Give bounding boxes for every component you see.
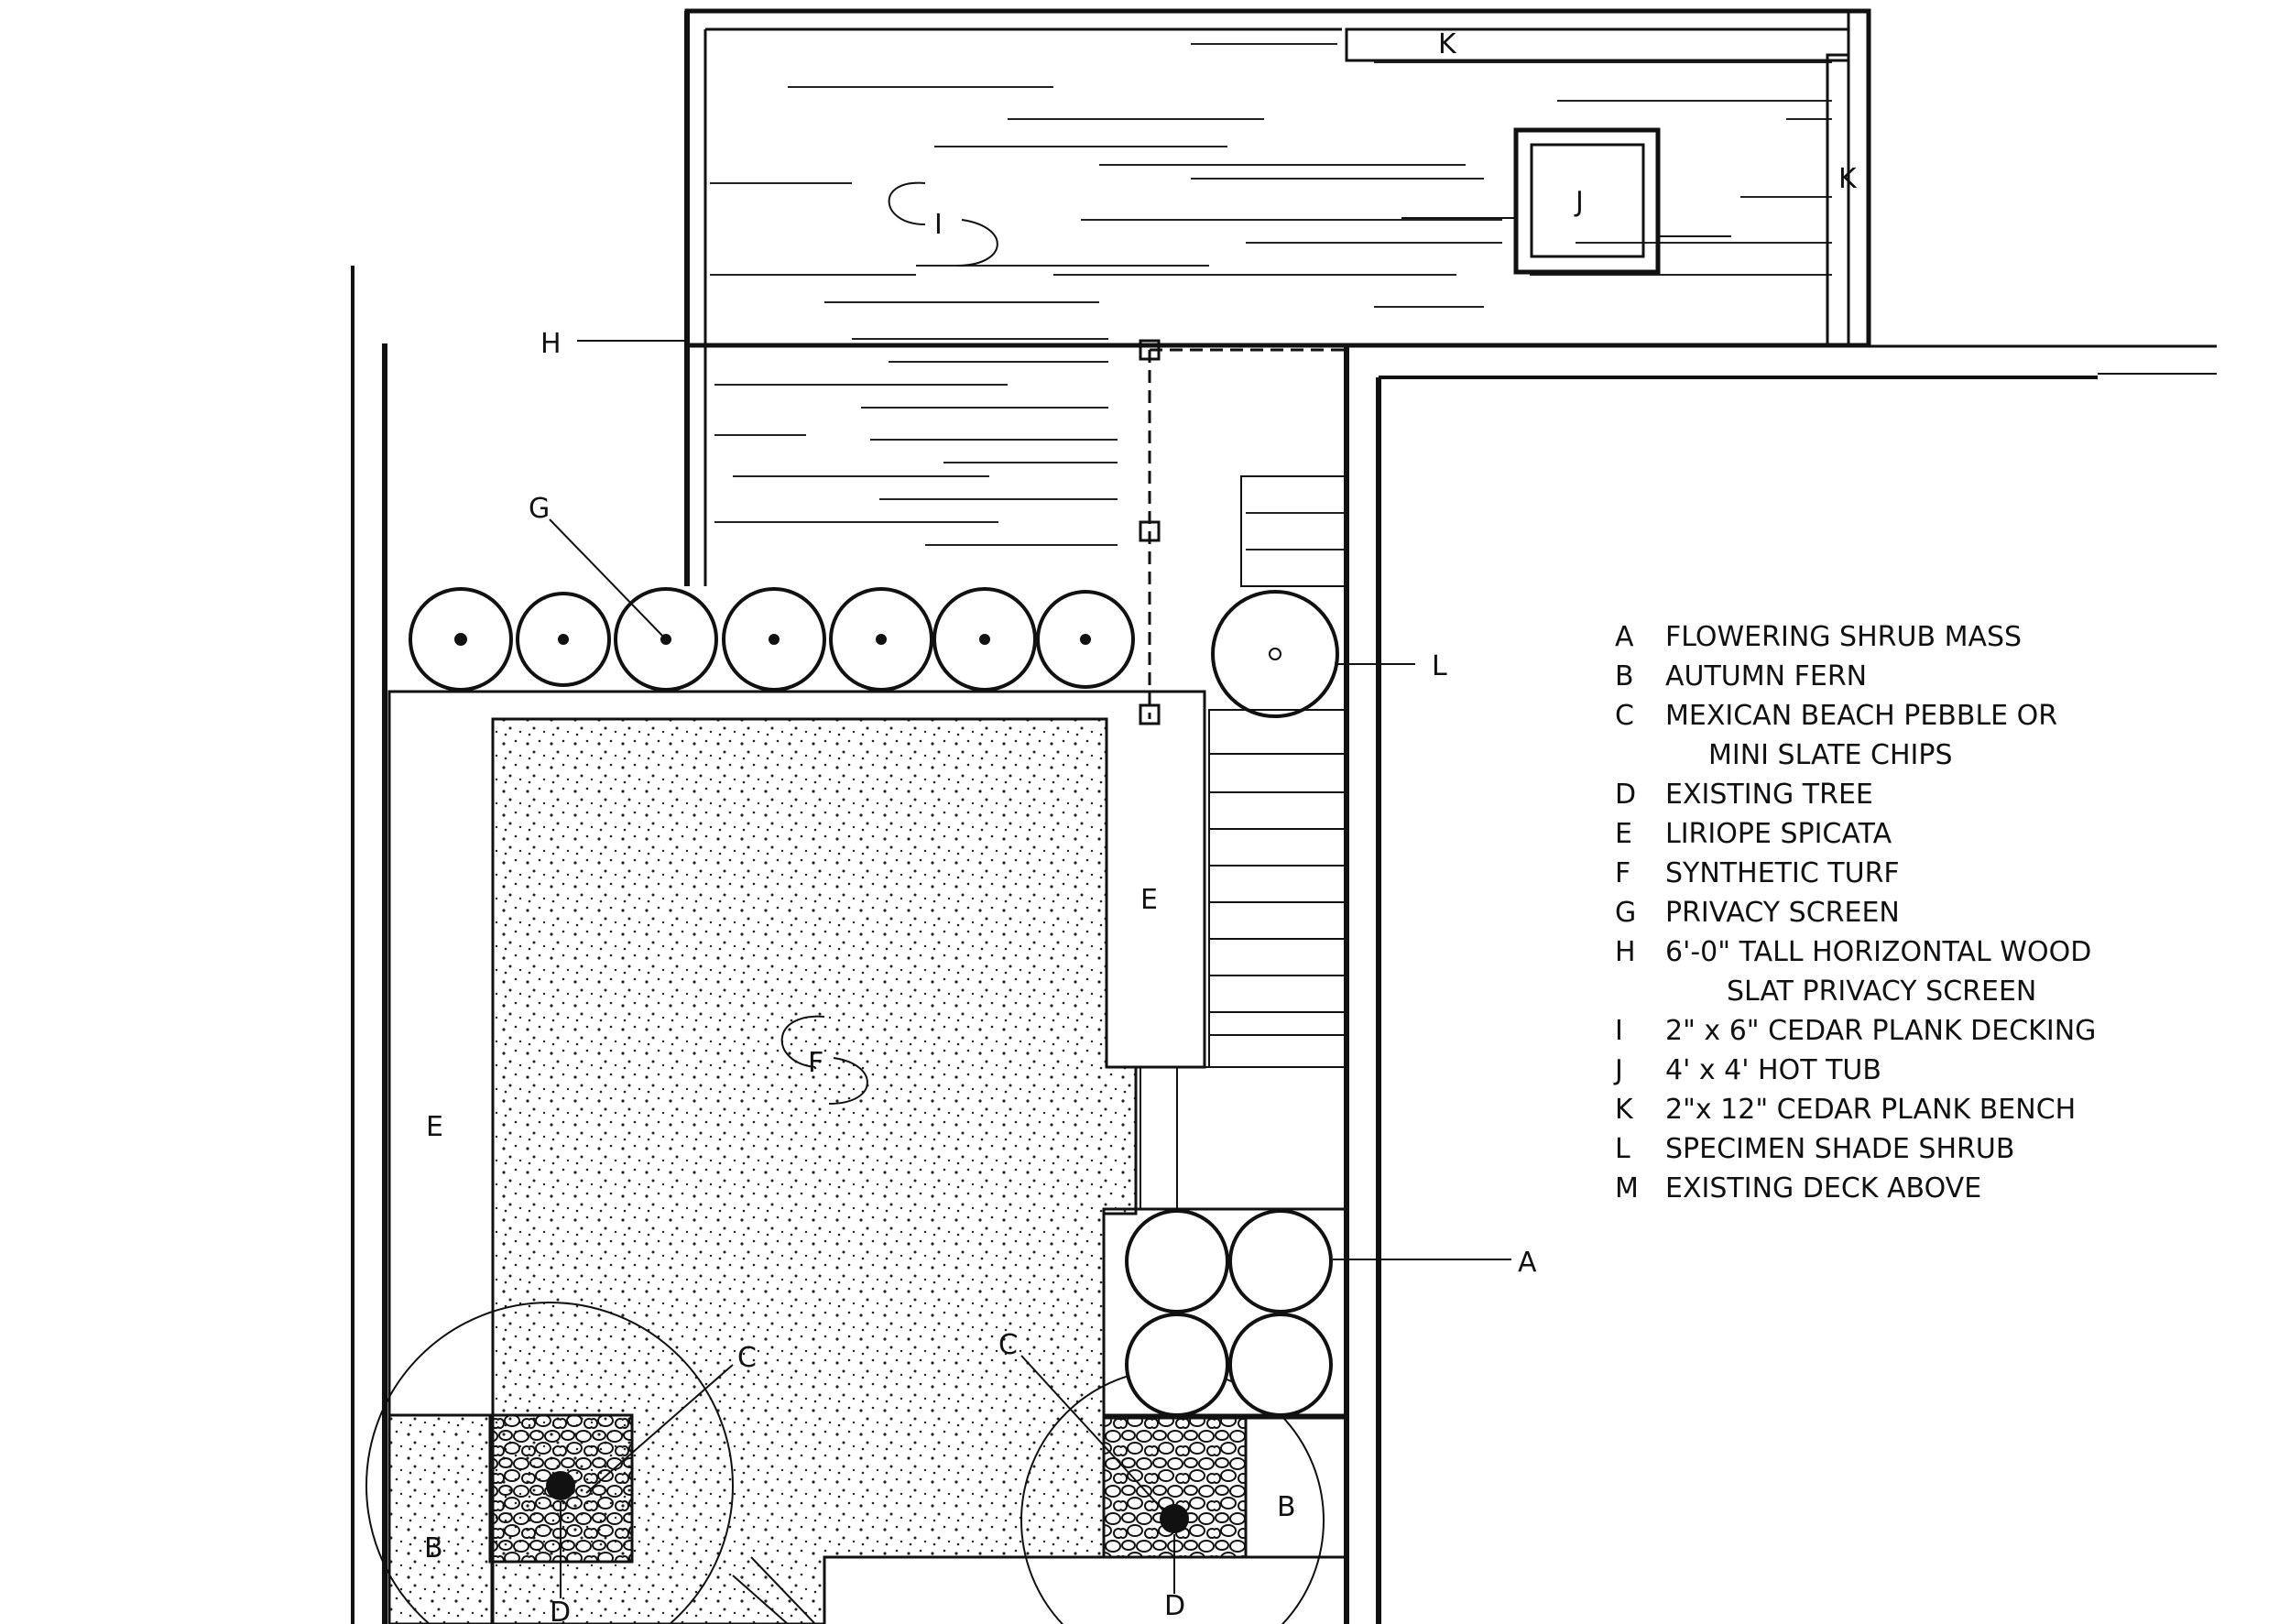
legend-key: F — [1615, 857, 1630, 889]
stairs — [1140, 709, 1347, 1210]
legend-text: 4' x 4' HOT TUB — [1665, 1054, 1881, 1086]
privacy-screen-shrubs — [409, 587, 1135, 692]
deck-direction-arrow — [888, 181, 998, 267]
legend-key: H — [1615, 936, 1636, 968]
legend-key: A — [1615, 621, 1634, 653]
legend-text: EXISTING DECK ABOVE — [1665, 1172, 1981, 1204]
legend-text: MEXICAN BEACH PEBBLE OR — [1665, 700, 2057, 732]
legend-text: FLOWERING SHRUB MASS — [1665, 621, 2022, 653]
label-j: J — [1574, 186, 1584, 218]
legend-key: K — [1615, 1094, 1634, 1126]
legend-text: SYNTHETIC TURF — [1665, 857, 1900, 889]
label-a: A — [1518, 1247, 1537, 1279]
label-b-right: B — [1277, 1491, 1296, 1523]
legend-key: J — [1613, 1054, 1623, 1086]
label-d-left: D — [550, 1597, 571, 1624]
property-boundary — [351, 266, 387, 1624]
legend-key: G — [1615, 897, 1636, 929]
legend-text-continued: MINI SLATE CHIPS — [1708, 739, 1953, 771]
label-b-left: B — [424, 1532, 443, 1564]
label-c-left: C — [737, 1342, 757, 1374]
turf-direction-arrow — [780, 1015, 868, 1105]
legend-text: PRIVACY SCREEN — [1665, 897, 1900, 929]
autumn-fern-beds — [387, 1413, 1348, 1624]
legend-key: E — [1615, 818, 1632, 850]
label-i: I — [934, 209, 943, 241]
legend-text: AUTUMN FERN — [1665, 660, 1867, 692]
legend-key: C — [1615, 700, 1634, 732]
legend-key: D — [1615, 779, 1636, 811]
cedar-deck — [684, 8, 2217, 586]
plan-labels: A B B C C D D E E F G H I J K K L — [424, 28, 1858, 1624]
label-d-right: D — [1164, 1590, 1185, 1622]
legend-text: 2"x 12" CEDAR PLANK BENCH — [1665, 1094, 2076, 1126]
legend-text: LIRIOPE SPICATA — [1665, 818, 1892, 850]
existing-deck-outline — [1139, 339, 1347, 725]
label-e-left: E — [426, 1111, 443, 1143]
legend-key: I — [1615, 1015, 1623, 1047]
legend-text: SPECIMEN SHADE SHRUB — [1665, 1133, 2014, 1165]
label-k-right: K — [1838, 163, 1858, 195]
legend-key: B — [1615, 660, 1634, 692]
label-c-right: C — [998, 1329, 1018, 1361]
leader-lines — [549, 340, 1511, 1598]
hot-tub — [1401, 127, 1731, 275]
flowering-shrub-mass — [1125, 1209, 1333, 1417]
legend-text-continued: SLAT PRIVACY SCREEN — [1727, 975, 2036, 1008]
label-h: H — [540, 328, 562, 360]
tree-trunk-left — [546, 1471, 575, 1500]
label-e-right: E — [1140, 884, 1158, 916]
deck-plank-hatch — [710, 43, 1832, 550]
synthetic-turf — [389, 717, 1138, 1624]
plant-legend: A FLOWERING SHRUB MASS B AUTUMN FERN C M… — [1613, 621, 2096, 1204]
specimen-shade-shrub — [1211, 590, 1339, 718]
label-k-top: K — [1438, 28, 1457, 60]
legend-text: 6'-0" TALL HORIZONTAL WOOD — [1665, 936, 2091, 968]
label-l: L — [1432, 650, 1447, 682]
legend-key: L — [1615, 1133, 1630, 1165]
existing-trees — [365, 1302, 1325, 1624]
label-f: F — [808, 1047, 823, 1079]
pebble-areas — [488, 1413, 1248, 1564]
legend-text: EXISTING TREE — [1665, 779, 1873, 811]
legend-key: M — [1615, 1172, 1639, 1204]
legend-text: 2" x 6" CEDAR PLANK DECKING — [1665, 1015, 2096, 1047]
bench-right — [1826, 53, 1850, 347]
bench-top — [1345, 27, 1850, 62]
tree-trunk-right — [1160, 1504, 1189, 1533]
label-g: G — [529, 493, 550, 525]
